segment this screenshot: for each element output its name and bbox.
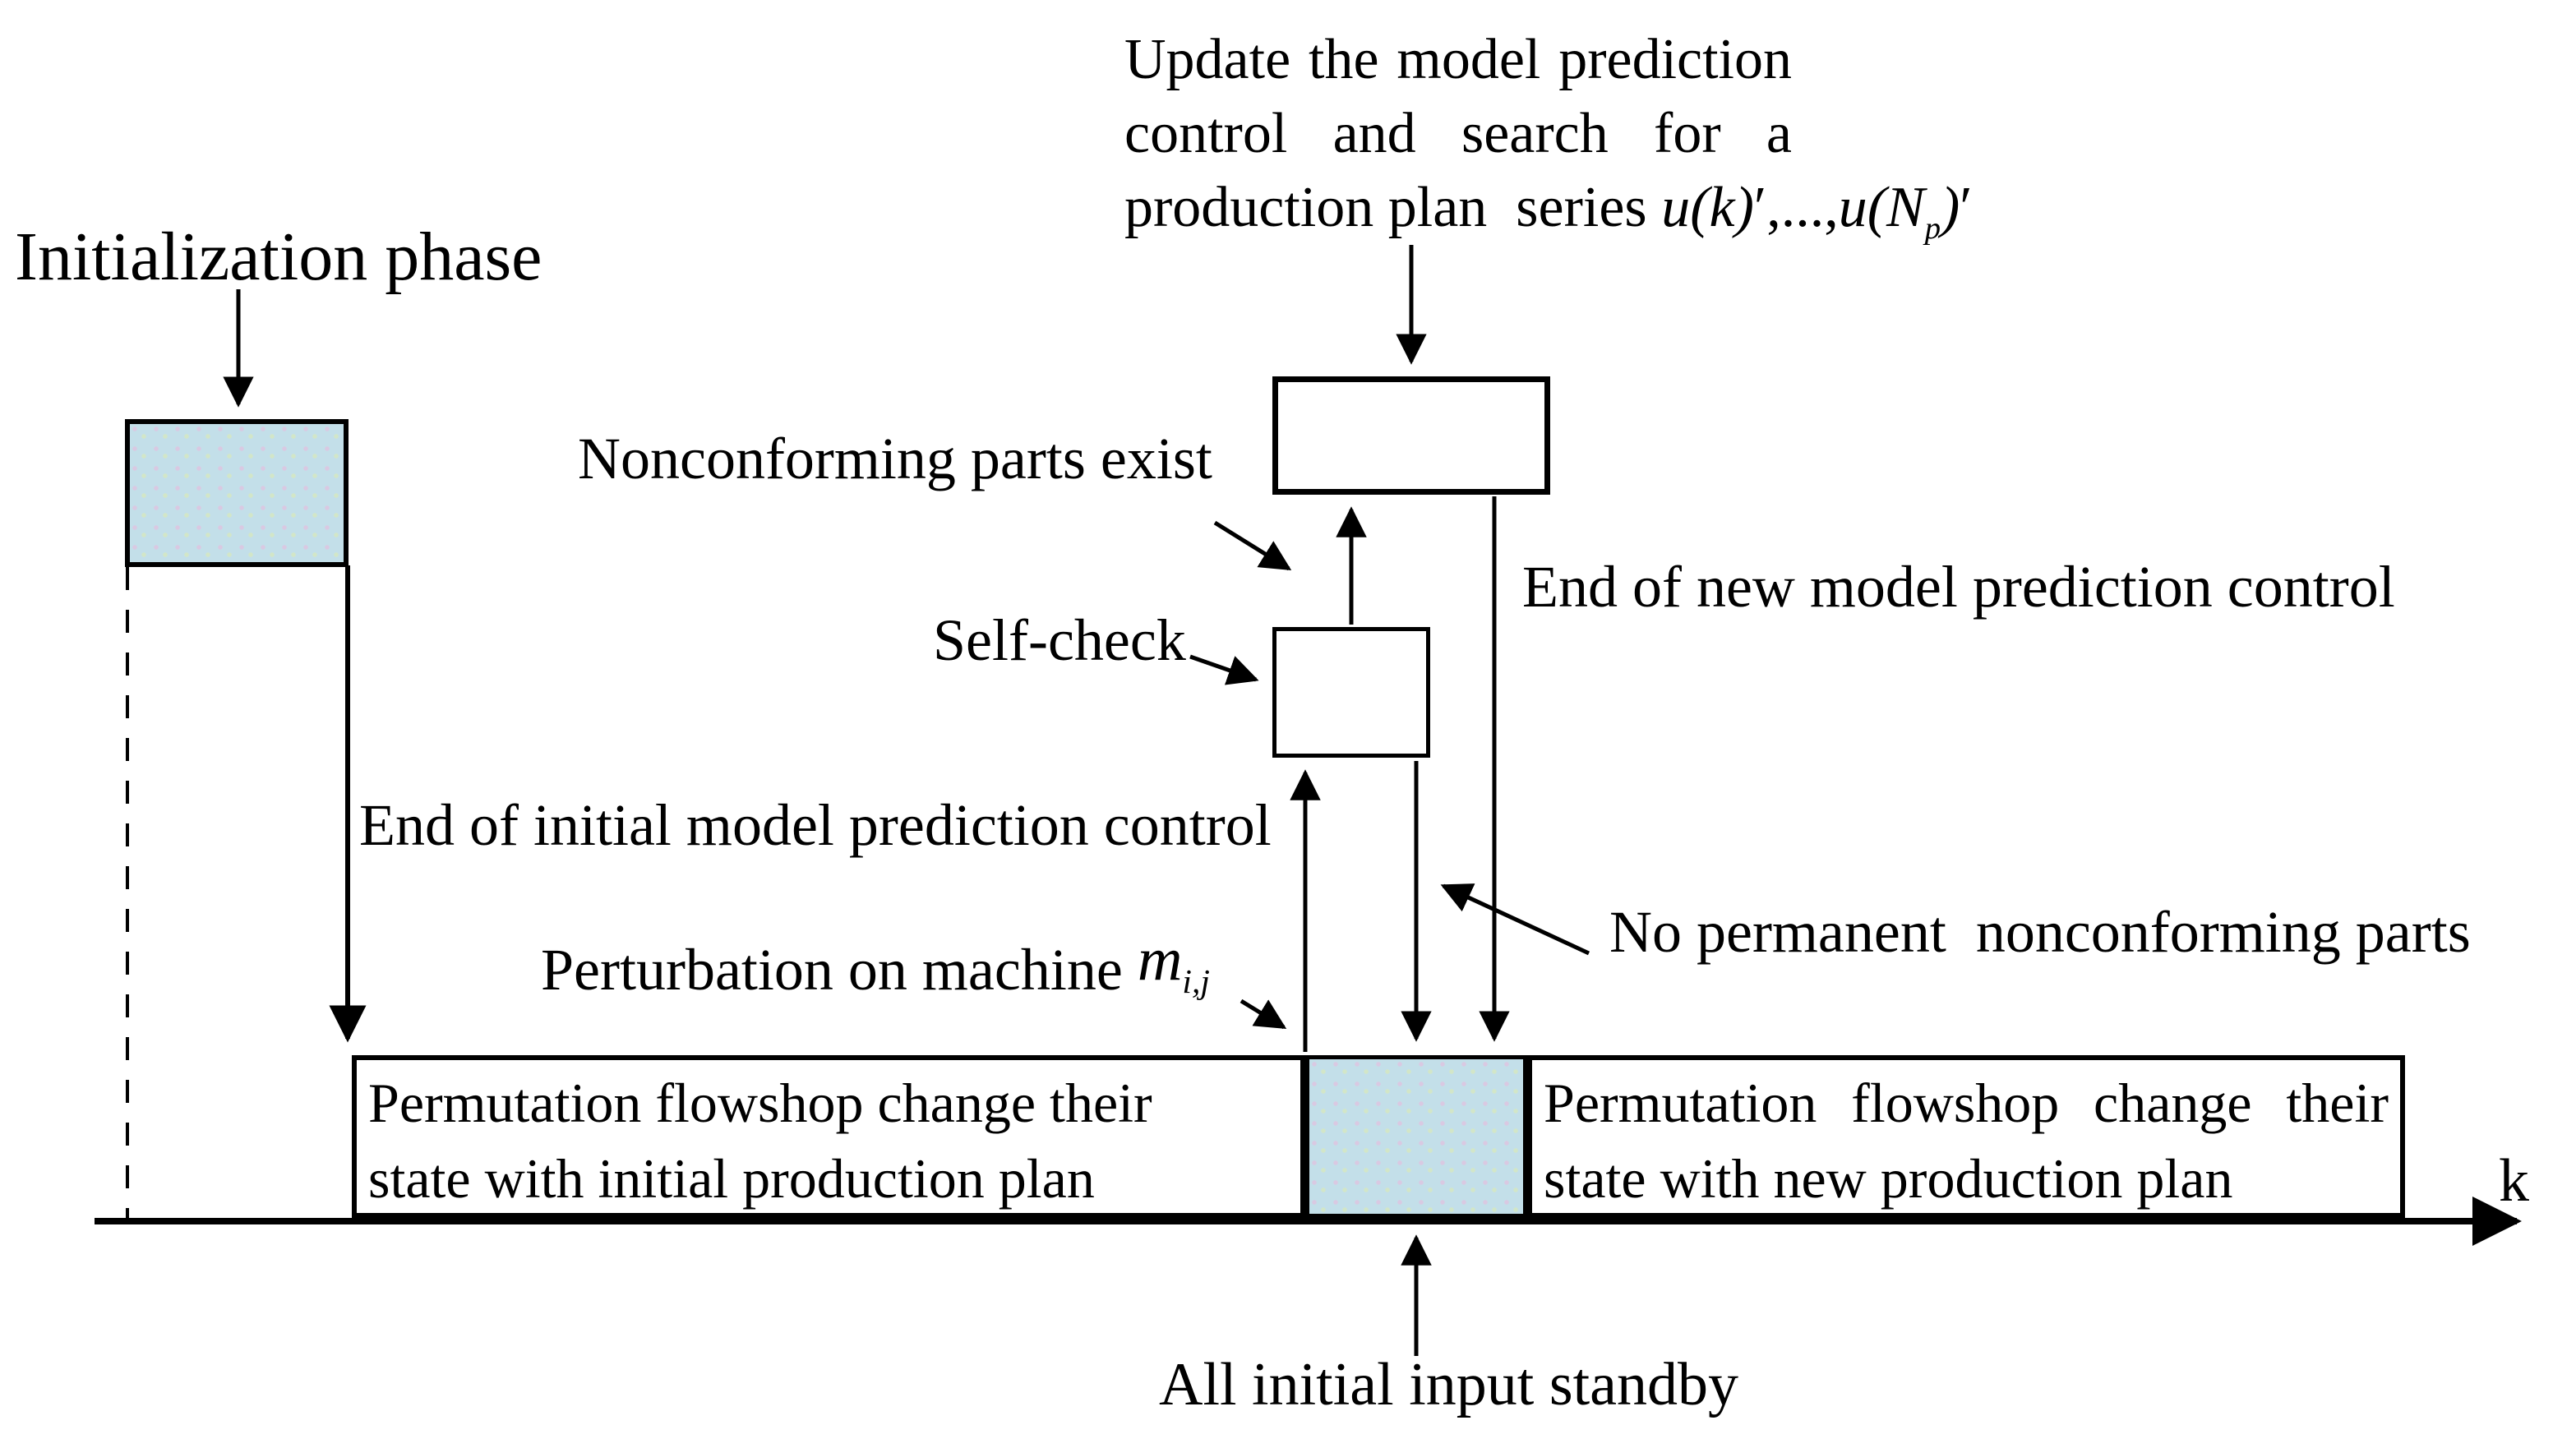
update-annotation-line2: control and search for a [1124, 102, 1792, 165]
timeline-box-initial-text: Permutation flowshop change their state … [357, 1058, 1302, 1223]
update-mpc-box [1272, 376, 1550, 495]
machine-variable: mi,j [1137, 925, 1210, 998]
formula-u-k: u(k) [1661, 176, 1754, 239]
timeline-box-new-text: Permutation flowshop change their state … [1532, 1058, 2400, 1223]
nonconforming-pointer-arrow [1213, 520, 1292, 571]
formula-dots: ,..., [1766, 176, 1839, 239]
update-annotation-line3-prefix: production plan series [1124, 176, 1662, 239]
formula-sub-p: p [1924, 211, 1941, 246]
formula-prime1: ′ [1753, 176, 1767, 239]
self-check-box [1272, 627, 1430, 758]
self-check-pointer-arrow [1189, 654, 1259, 685]
machine-variable-sub: i,j [1182, 962, 1210, 1001]
end-new-mpc-label: End of new model prediction control [1522, 554, 2395, 620]
update-annotation-line3: production plan series u(k)′,...,u(Np)′ [1124, 171, 1973, 245]
timeline-box-new-plan [1527, 1055, 2405, 1218]
update-annotation-line1: Update the model prediction [1124, 28, 1792, 91]
machine-variable-base: m [1137, 925, 1183, 994]
no-permanent-label: No permanent nonconforming parts [1609, 899, 2471, 965]
perturbation-label: Perturbation on machine mi,j [541, 926, 1210, 1003]
initialization-phase-box [125, 419, 349, 567]
time-axis-k-label: k [2499, 1147, 2529, 1215]
timeline-box-initial-plan [352, 1055, 1305, 1218]
self-check-label: Self-check [933, 607, 1186, 673]
all-initial-input-label: All initial input standby [1159, 1351, 1739, 1418]
formula-prime2: ′ [1960, 176, 1973, 239]
timeline-box-new-line2: state with new production plan [1544, 1147, 2233, 1210]
timeline-box-initial-line2: state with initial production plan [368, 1147, 1095, 1210]
perturbation-pointer-arrow [1240, 998, 1287, 1030]
timeline-box-new-line1: Permutation flowshop change their [1544, 1072, 2389, 1134]
perturbation-label-text: Perturbation on machine [541, 937, 1138, 1003]
standby-highlight-box [1305, 1055, 1527, 1218]
formula-u-N: u(N [1838, 176, 1925, 239]
update-annotation: Update the model prediction control and … [1124, 23, 1973, 245]
formula-close-paren: ) [1940, 176, 1960, 239]
no-permanent-pointer-arrow [1440, 883, 1590, 956]
nonconforming-label: Nonconforming parts exist [578, 426, 1212, 491]
initialization-phase-label: Initialization phase [15, 219, 542, 295]
end-initial-mpc-label: End of initial model prediction control [359, 792, 1272, 858]
timeline-box-initial-line1: Permutation flowshop change their [368, 1072, 1152, 1134]
